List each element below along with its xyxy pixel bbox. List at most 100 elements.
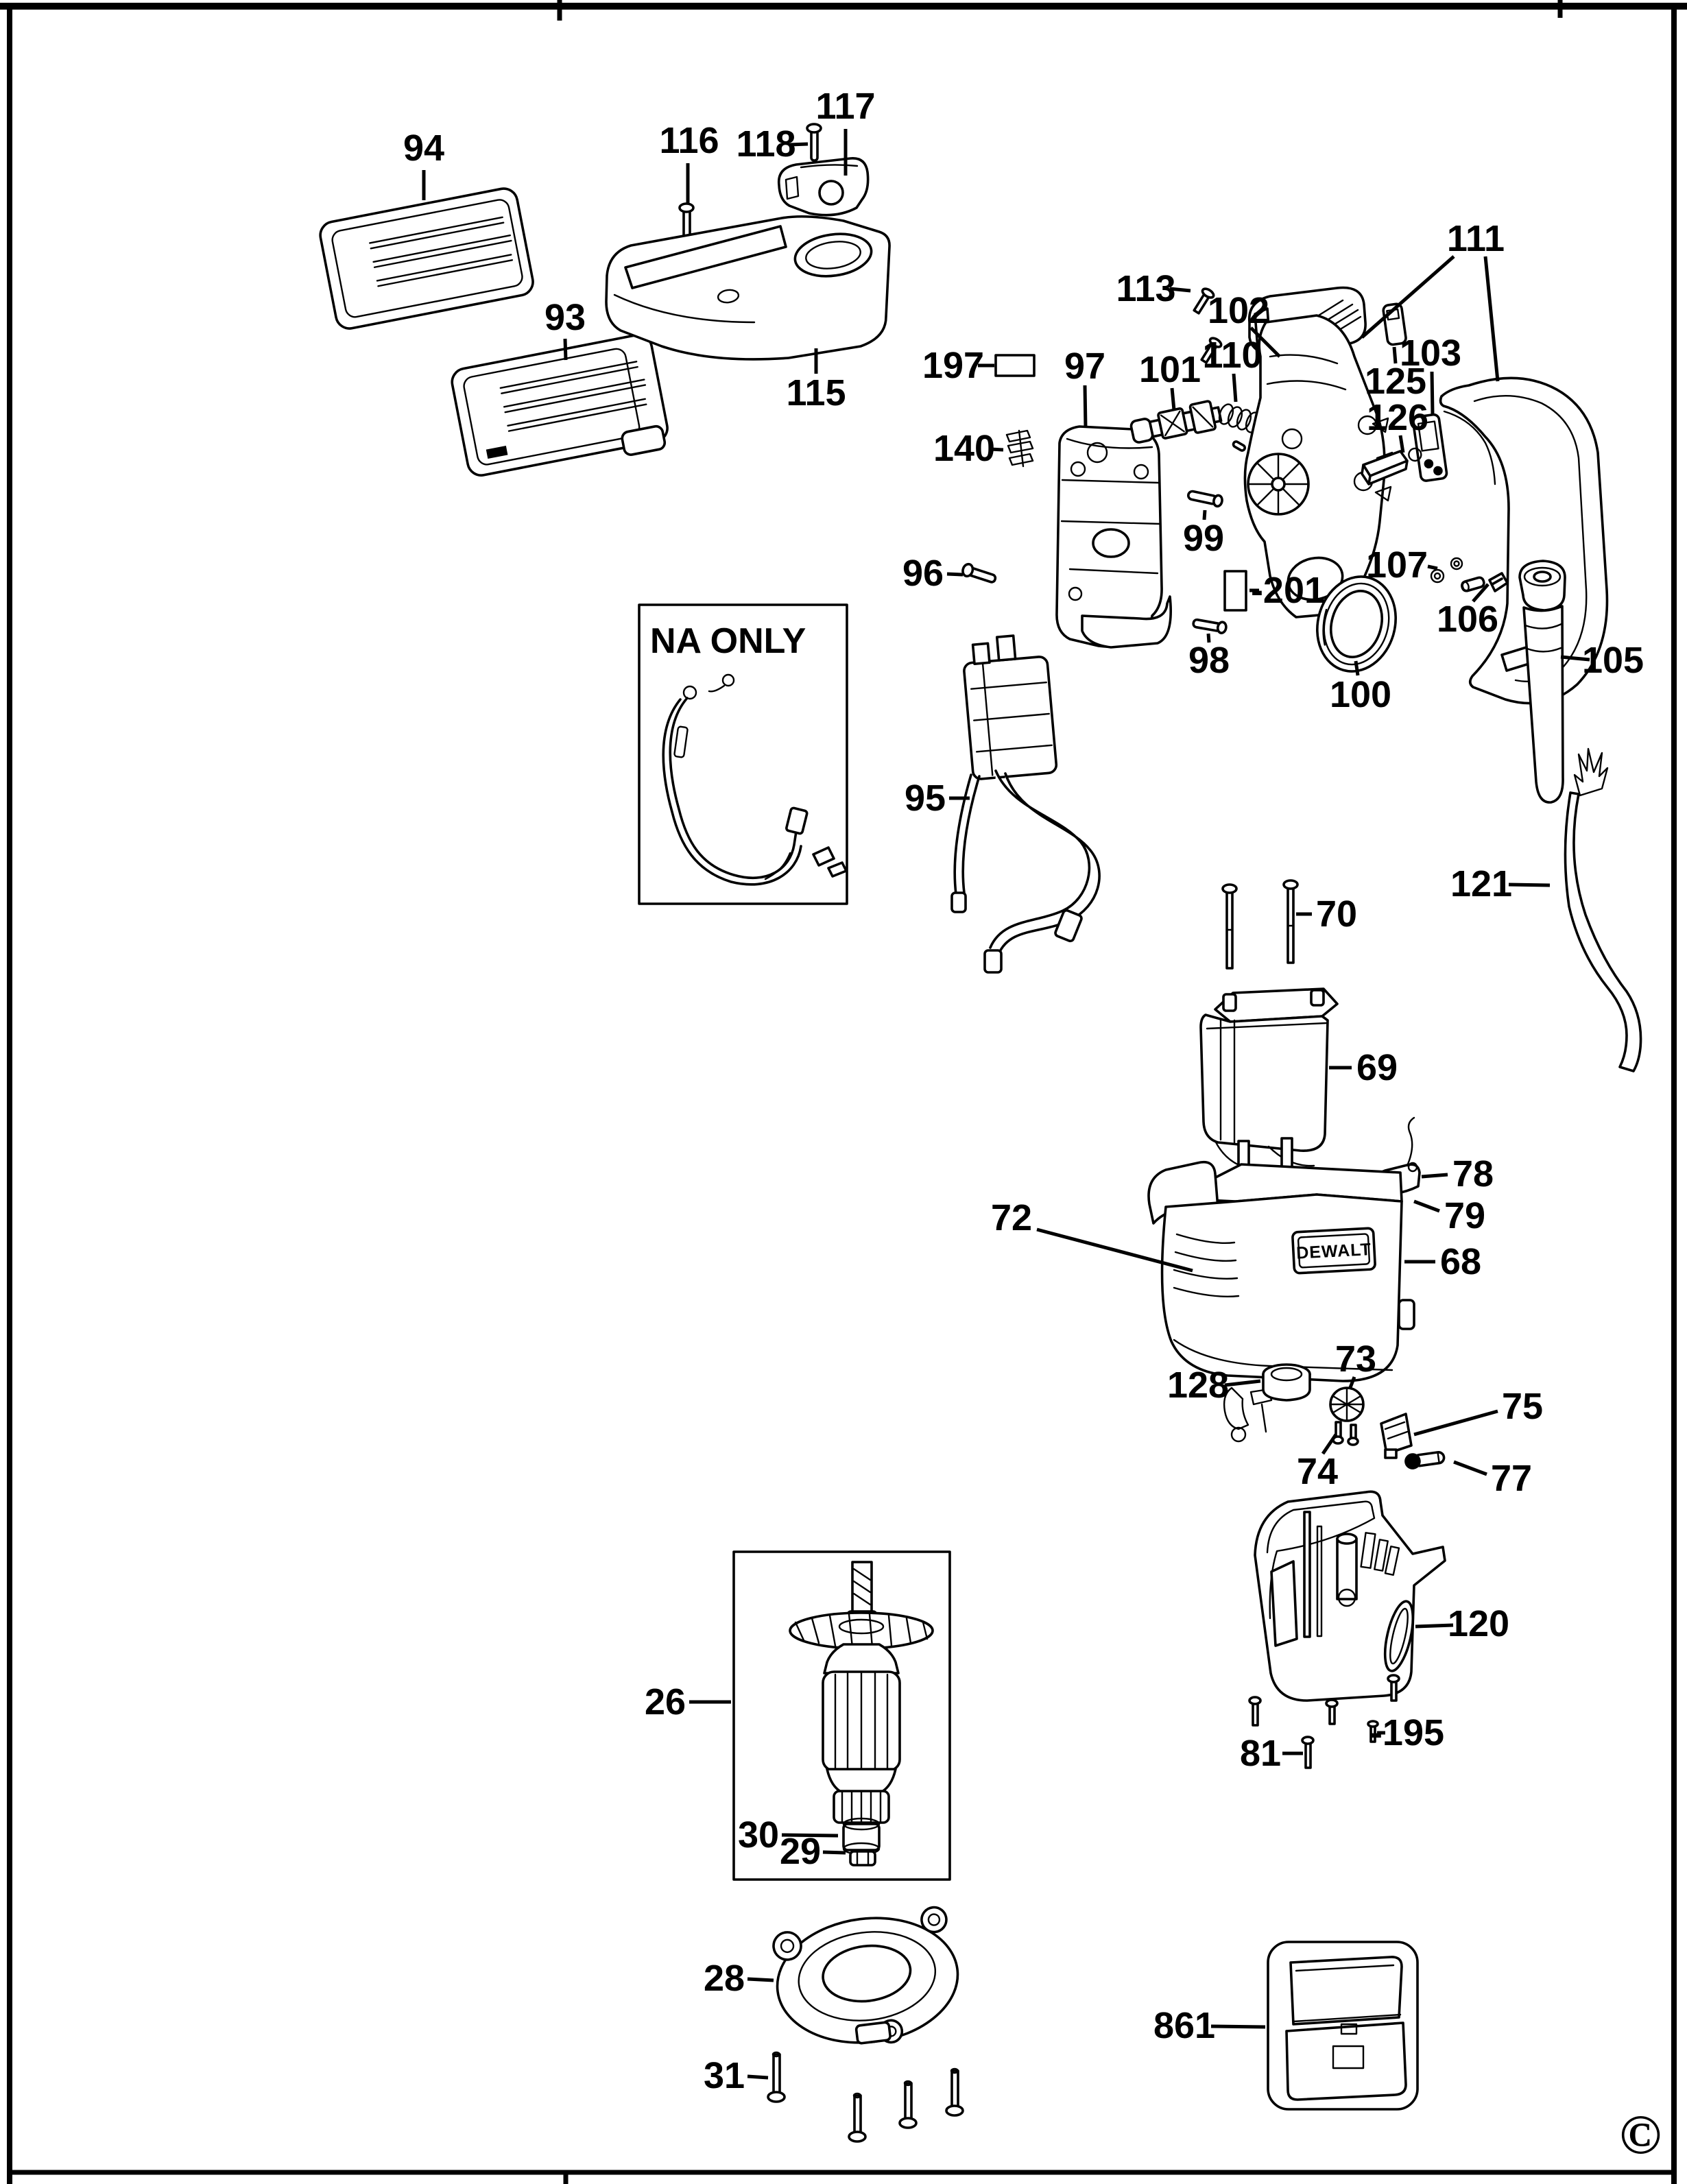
part-callout-94: 94: [403, 128, 444, 200]
part-callout-30: 30: [738, 1814, 839, 1856]
part-97-lower-boot: [1081, 595, 1172, 649]
leader-line: [946, 572, 964, 577]
part-callout-68: 68: [1404, 1241, 1481, 1282]
part-117-knob: [777, 157, 870, 217]
part-callout-116: 116: [659, 120, 719, 204]
part-label-73: 73: [1335, 1339, 1376, 1380]
part-callout-113: 113: [1116, 268, 1191, 309]
part-callout-126: 126: [1367, 397, 1428, 453]
part-label-81: 81: [1240, 1733, 1281, 1774]
leader-line: [1453, 1460, 1487, 1476]
na-only-label: NA ONLY: [650, 621, 806, 661]
dewalt-logo-text: DEWALT: [1296, 1240, 1372, 1263]
leader-line: [1210, 2024, 1266, 2029]
part-label-79: 79: [1444, 1195, 1485, 1236]
part-label-75: 75: [1502, 1386, 1543, 1427]
na-harness: [662, 673, 848, 886]
part-callout-121: 121: [1450, 863, 1551, 904]
part-callout-128: 128: [1167, 1365, 1261, 1406]
part-128-ring: [1262, 1363, 1311, 1402]
part-label-115: 115: [786, 372, 846, 413]
part-861-kitbox: [1267, 1941, 1419, 2111]
part-94-panel: [319, 187, 534, 330]
part-callout-95: 95: [905, 778, 970, 819]
part-label-201: -201: [1251, 570, 1325, 611]
part-callout-115: 115: [786, 348, 846, 413]
part-callout-77: 77: [1453, 1458, 1532, 1499]
part-28-plate: [772, 1906, 959, 2045]
part-callout-70: 70: [1296, 893, 1357, 935]
part-callout-195: -195: [1370, 1712, 1444, 1753]
leader-line: [1170, 387, 1176, 411]
part-label-125: 125: [1365, 361, 1426, 402]
part-label-106: 106: [1437, 599, 1498, 640]
part-label-31: 31: [704, 2055, 745, 2096]
leader-line: [1430, 371, 1435, 415]
leader-line: [1472, 583, 1489, 603]
leader-line: [1202, 509, 1207, 520]
part-label-195: -195: [1370, 1712, 1444, 1753]
part-callout-28: 28: [704, 1958, 774, 1999]
part-label-197: 197: [922, 345, 984, 386]
part-callout-125: 125: [1365, 346, 1426, 402]
part-97-housing: [1055, 425, 1172, 649]
part-callout-79: 79: [1413, 1195, 1485, 1236]
part-label-96: 96: [902, 553, 944, 594]
leader-line: [781, 1833, 839, 1838]
part-label-97: 97: [1064, 346, 1105, 387]
part-label-29: 29: [780, 1831, 821, 1872]
leader-line: [1169, 287, 1191, 293]
part-callout-118: 118: [736, 123, 809, 165]
part-68-side-bracket: [1223, 1387, 1273, 1443]
part-callout-103: 103: [1400, 333, 1461, 415]
trigger: [1287, 556, 1344, 601]
leader-line: [1206, 633, 1211, 643]
part-73-brush-holder: [1329, 1387, 1365, 1446]
part-callout-106: 106: [1437, 583, 1498, 640]
part-label-105: 105: [1582, 640, 1644, 681]
part-31-screws: [767, 2051, 964, 2143]
part-126-bar: [1361, 450, 1409, 485]
part-107-bits: [1430, 557, 1485, 592]
leader-line: [1415, 1623, 1454, 1629]
part-label-99: 99: [1183, 518, 1224, 559]
part-label-100: 100: [1330, 674, 1391, 715]
part-callout-96: 96: [902, 553, 964, 594]
leader-line: [1321, 1433, 1338, 1455]
part-label-78: 78: [1452, 1153, 1494, 1195]
part-label-95: 95: [905, 778, 946, 819]
part-label-117: 117: [815, 86, 875, 127]
part-197-symbol: [994, 354, 1036, 377]
part-callout-81: 81: [1240, 1733, 1303, 1774]
part-callout-140: 140: [933, 428, 1004, 469]
part-106-clip: [1488, 572, 1509, 592]
part-label-118: 118: [736, 123, 795, 165]
part-label-93: 93: [545, 297, 586, 338]
part-label-140: 140: [933, 428, 995, 469]
part-callout-105: 105: [1560, 640, 1644, 681]
leader-line: [789, 142, 809, 147]
part-callout-93: 93: [545, 297, 586, 361]
part-callout-117: 117: [815, 86, 876, 176]
part-113-screws: [1193, 287, 1223, 364]
leader-line: [1392, 346, 1398, 364]
part-callout-197: 197: [922, 345, 994, 386]
leader-line: [1232, 373, 1238, 403]
part-98-pin: [1192, 618, 1228, 634]
part-label-26: 26: [645, 1681, 686, 1723]
part-callout-98: 98: [1188, 633, 1230, 681]
part-label-120: 120: [1448, 1603, 1509, 1644]
part-label-74: 74: [1297, 1451, 1338, 1492]
part-30-bearing: [842, 1817, 881, 1856]
leader-line: [1413, 1199, 1440, 1213]
leader-line: [1427, 564, 1438, 571]
part-103-plate: [1408, 413, 1448, 482]
leader-line: [990, 447, 1004, 452]
part-81-195-screws: [1248, 1674, 1400, 1769]
part-callout-100: 100: [1330, 660, 1391, 715]
part-label-68: 68: [1440, 1241, 1481, 1282]
part-label-98: 98: [1188, 640, 1230, 681]
